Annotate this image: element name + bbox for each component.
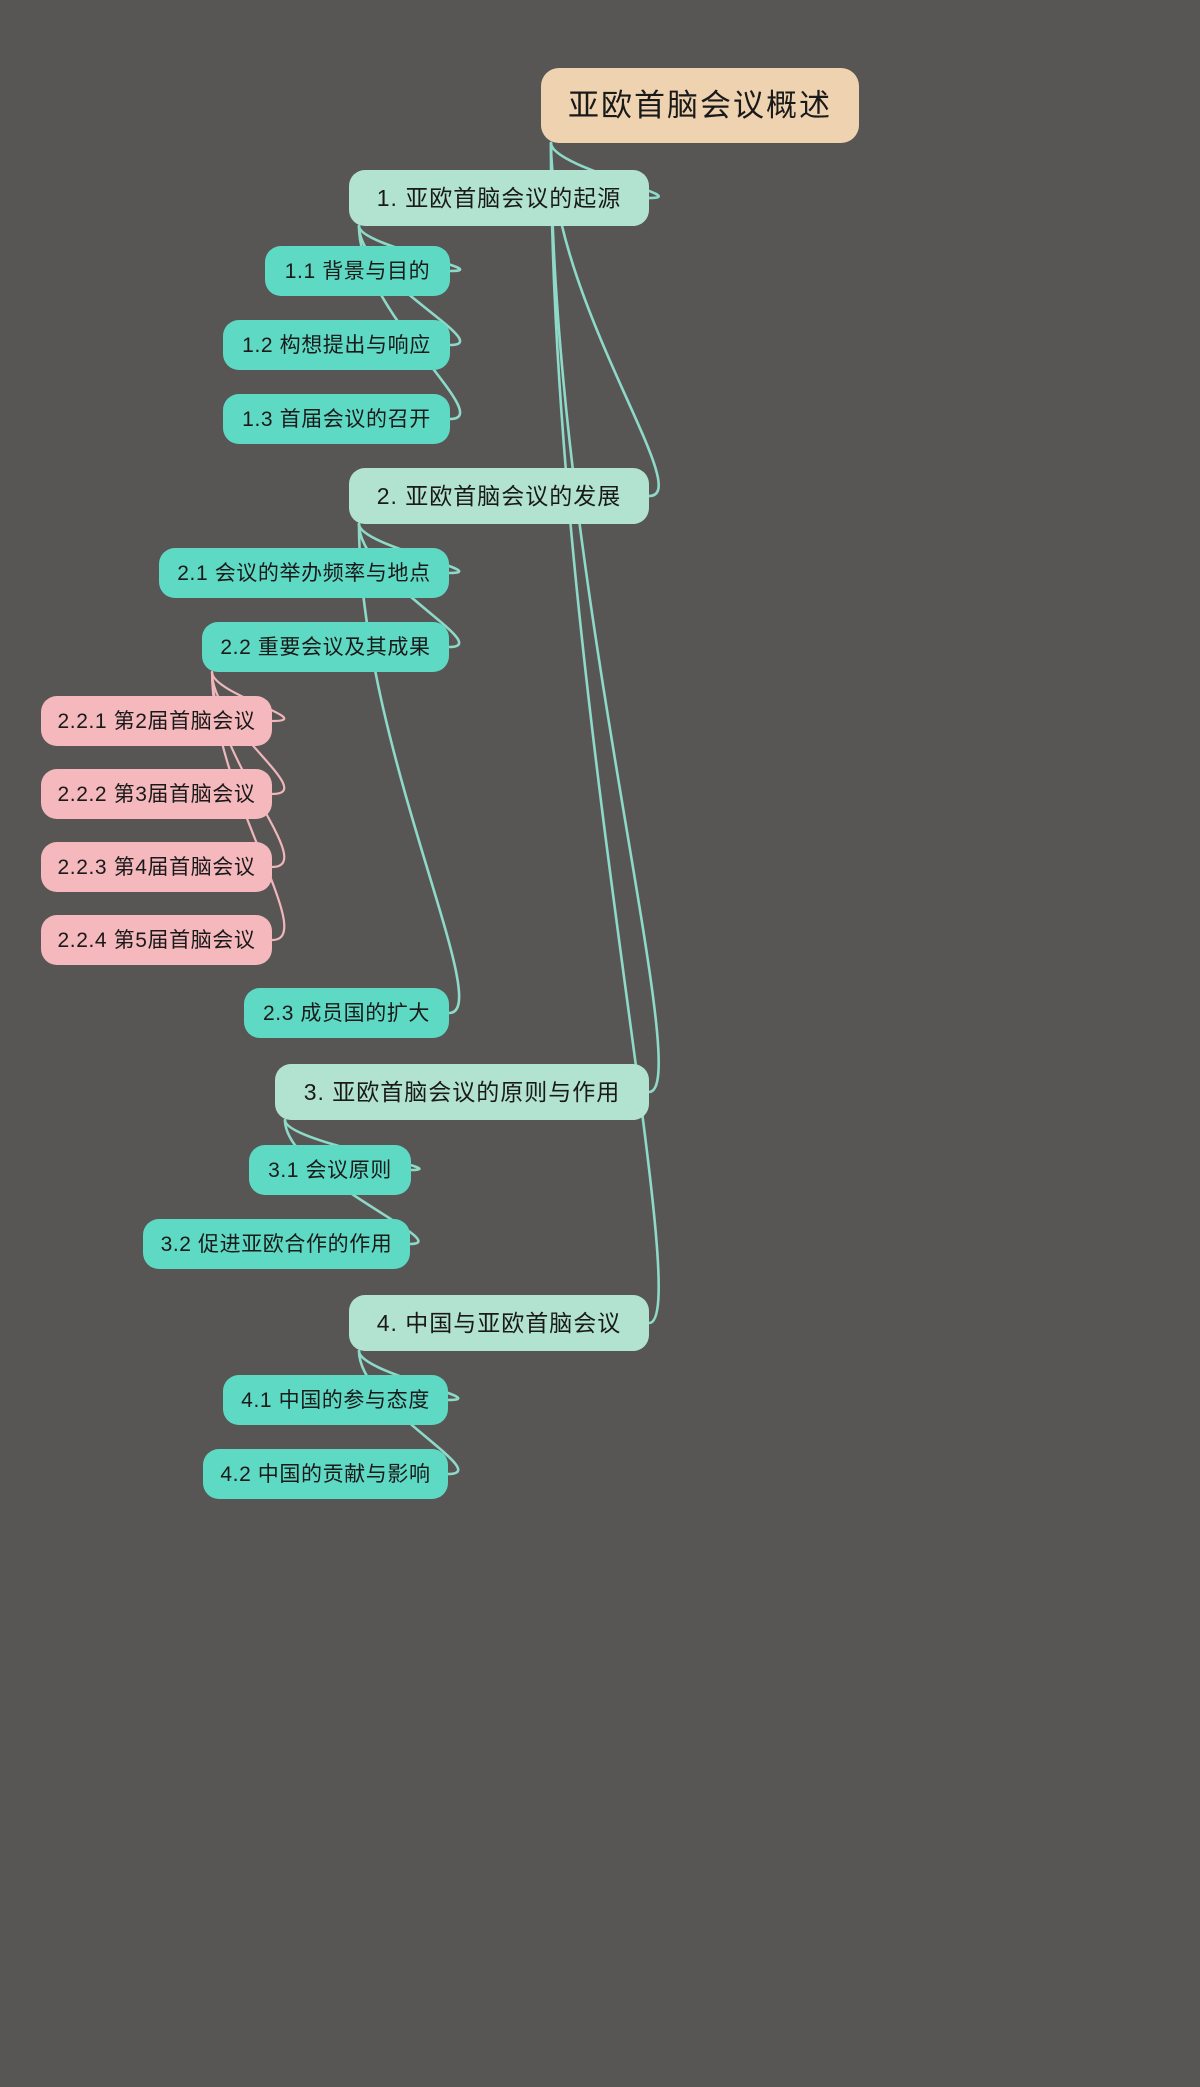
mindmap-node-n2_2_1[interactable]: 2.2.1 第2届首脑会议	[41, 696, 272, 746]
mindmap-node-n4_2[interactable]: 4.2 中国的贡献与影响	[203, 1449, 448, 1499]
mindmap-node-n2_2_4[interactable]: 2.2.4 第5届首脑会议	[41, 915, 272, 965]
node-label: 4.2 中国的贡献与影响	[220, 1462, 431, 1486]
node-label: 1. 亚欧首脑会议的起源	[376, 184, 622, 211]
node-label: 2.2 重要会议及其成果	[220, 635, 431, 659]
node-label: 3. 亚欧首脑会议的原则与作用	[303, 1078, 621, 1105]
node-label: 4.1 中国的参与态度	[241, 1388, 430, 1412]
mindmap-node-n2_1[interactable]: 2.1 会议的举办频率与地点	[159, 548, 449, 598]
node-label: 3.2 促进亚欧合作的作用	[160, 1232, 393, 1256]
mindmap-node-n1[interactable]: 1. 亚欧首脑会议的起源	[349, 170, 649, 226]
node-label: 2. 亚欧首脑会议的发展	[376, 482, 622, 509]
mindmap-node-n2[interactable]: 2. 亚欧首脑会议的发展	[349, 468, 649, 524]
node-label: 2.1 会议的举办频率与地点	[177, 561, 431, 585]
mindmap-node-n3_2[interactable]: 3.2 促进亚欧合作的作用	[143, 1219, 410, 1269]
node-label: 3.1 会议原则	[268, 1158, 392, 1182]
connector-root-to-n4	[549, 141, 660, 1325]
node-label: 2.2.4 第5届首脑会议	[57, 928, 256, 952]
mindmap-node-n2_2_3[interactable]: 2.2.3 第4届首脑会议	[41, 842, 272, 892]
node-label: 2.2.2 第3届首脑会议	[57, 782, 256, 806]
node-label: 2.2.1 第2届首脑会议	[57, 709, 256, 733]
mindmap-node-n2_2_2[interactable]: 2.2.2 第3届首脑会议	[41, 769, 272, 819]
node-label: 2.2.3 第4届首脑会议	[57, 855, 256, 879]
mindmap-node-n3[interactable]: 3. 亚欧首脑会议的原则与作用	[275, 1064, 649, 1120]
mindmap-node-n1_3[interactable]: 1.3 首届会议的召开	[223, 394, 450, 444]
node-label: 4. 中国与亚欧首脑会议	[376, 1309, 622, 1336]
connector-root-to-n3	[549, 141, 660, 1094]
mindmap-node-n1_2[interactable]: 1.2 构想提出与响应	[223, 320, 450, 370]
mindmap-node-n1_1[interactable]: 1.1 背景与目的	[265, 246, 450, 296]
node-label: 亚欧首脑会议概述	[568, 88, 832, 123]
mindmap-node-n4_1[interactable]: 4.1 中国的参与态度	[223, 1375, 448, 1425]
node-label: 1.3 首届会议的召开	[242, 407, 431, 431]
node-label: 1.2 构想提出与响应	[242, 333, 431, 357]
mindmap-node-n2_3[interactable]: 2.3 成员国的扩大	[244, 988, 449, 1038]
node-label: 1.1 背景与目的	[284, 259, 431, 283]
mindmap-node-n4[interactable]: 4. 中国与亚欧首脑会议	[349, 1295, 649, 1351]
mindmap-node-n2_2[interactable]: 2.2 重要会议及其成果	[202, 622, 449, 672]
mindmap-node-n3_1[interactable]: 3.1 会议原则	[249, 1145, 411, 1195]
node-label: 2.3 成员国的扩大	[262, 1001, 431, 1025]
mindmap-root-node[interactable]: 亚欧首脑会议概述	[541, 68, 859, 143]
